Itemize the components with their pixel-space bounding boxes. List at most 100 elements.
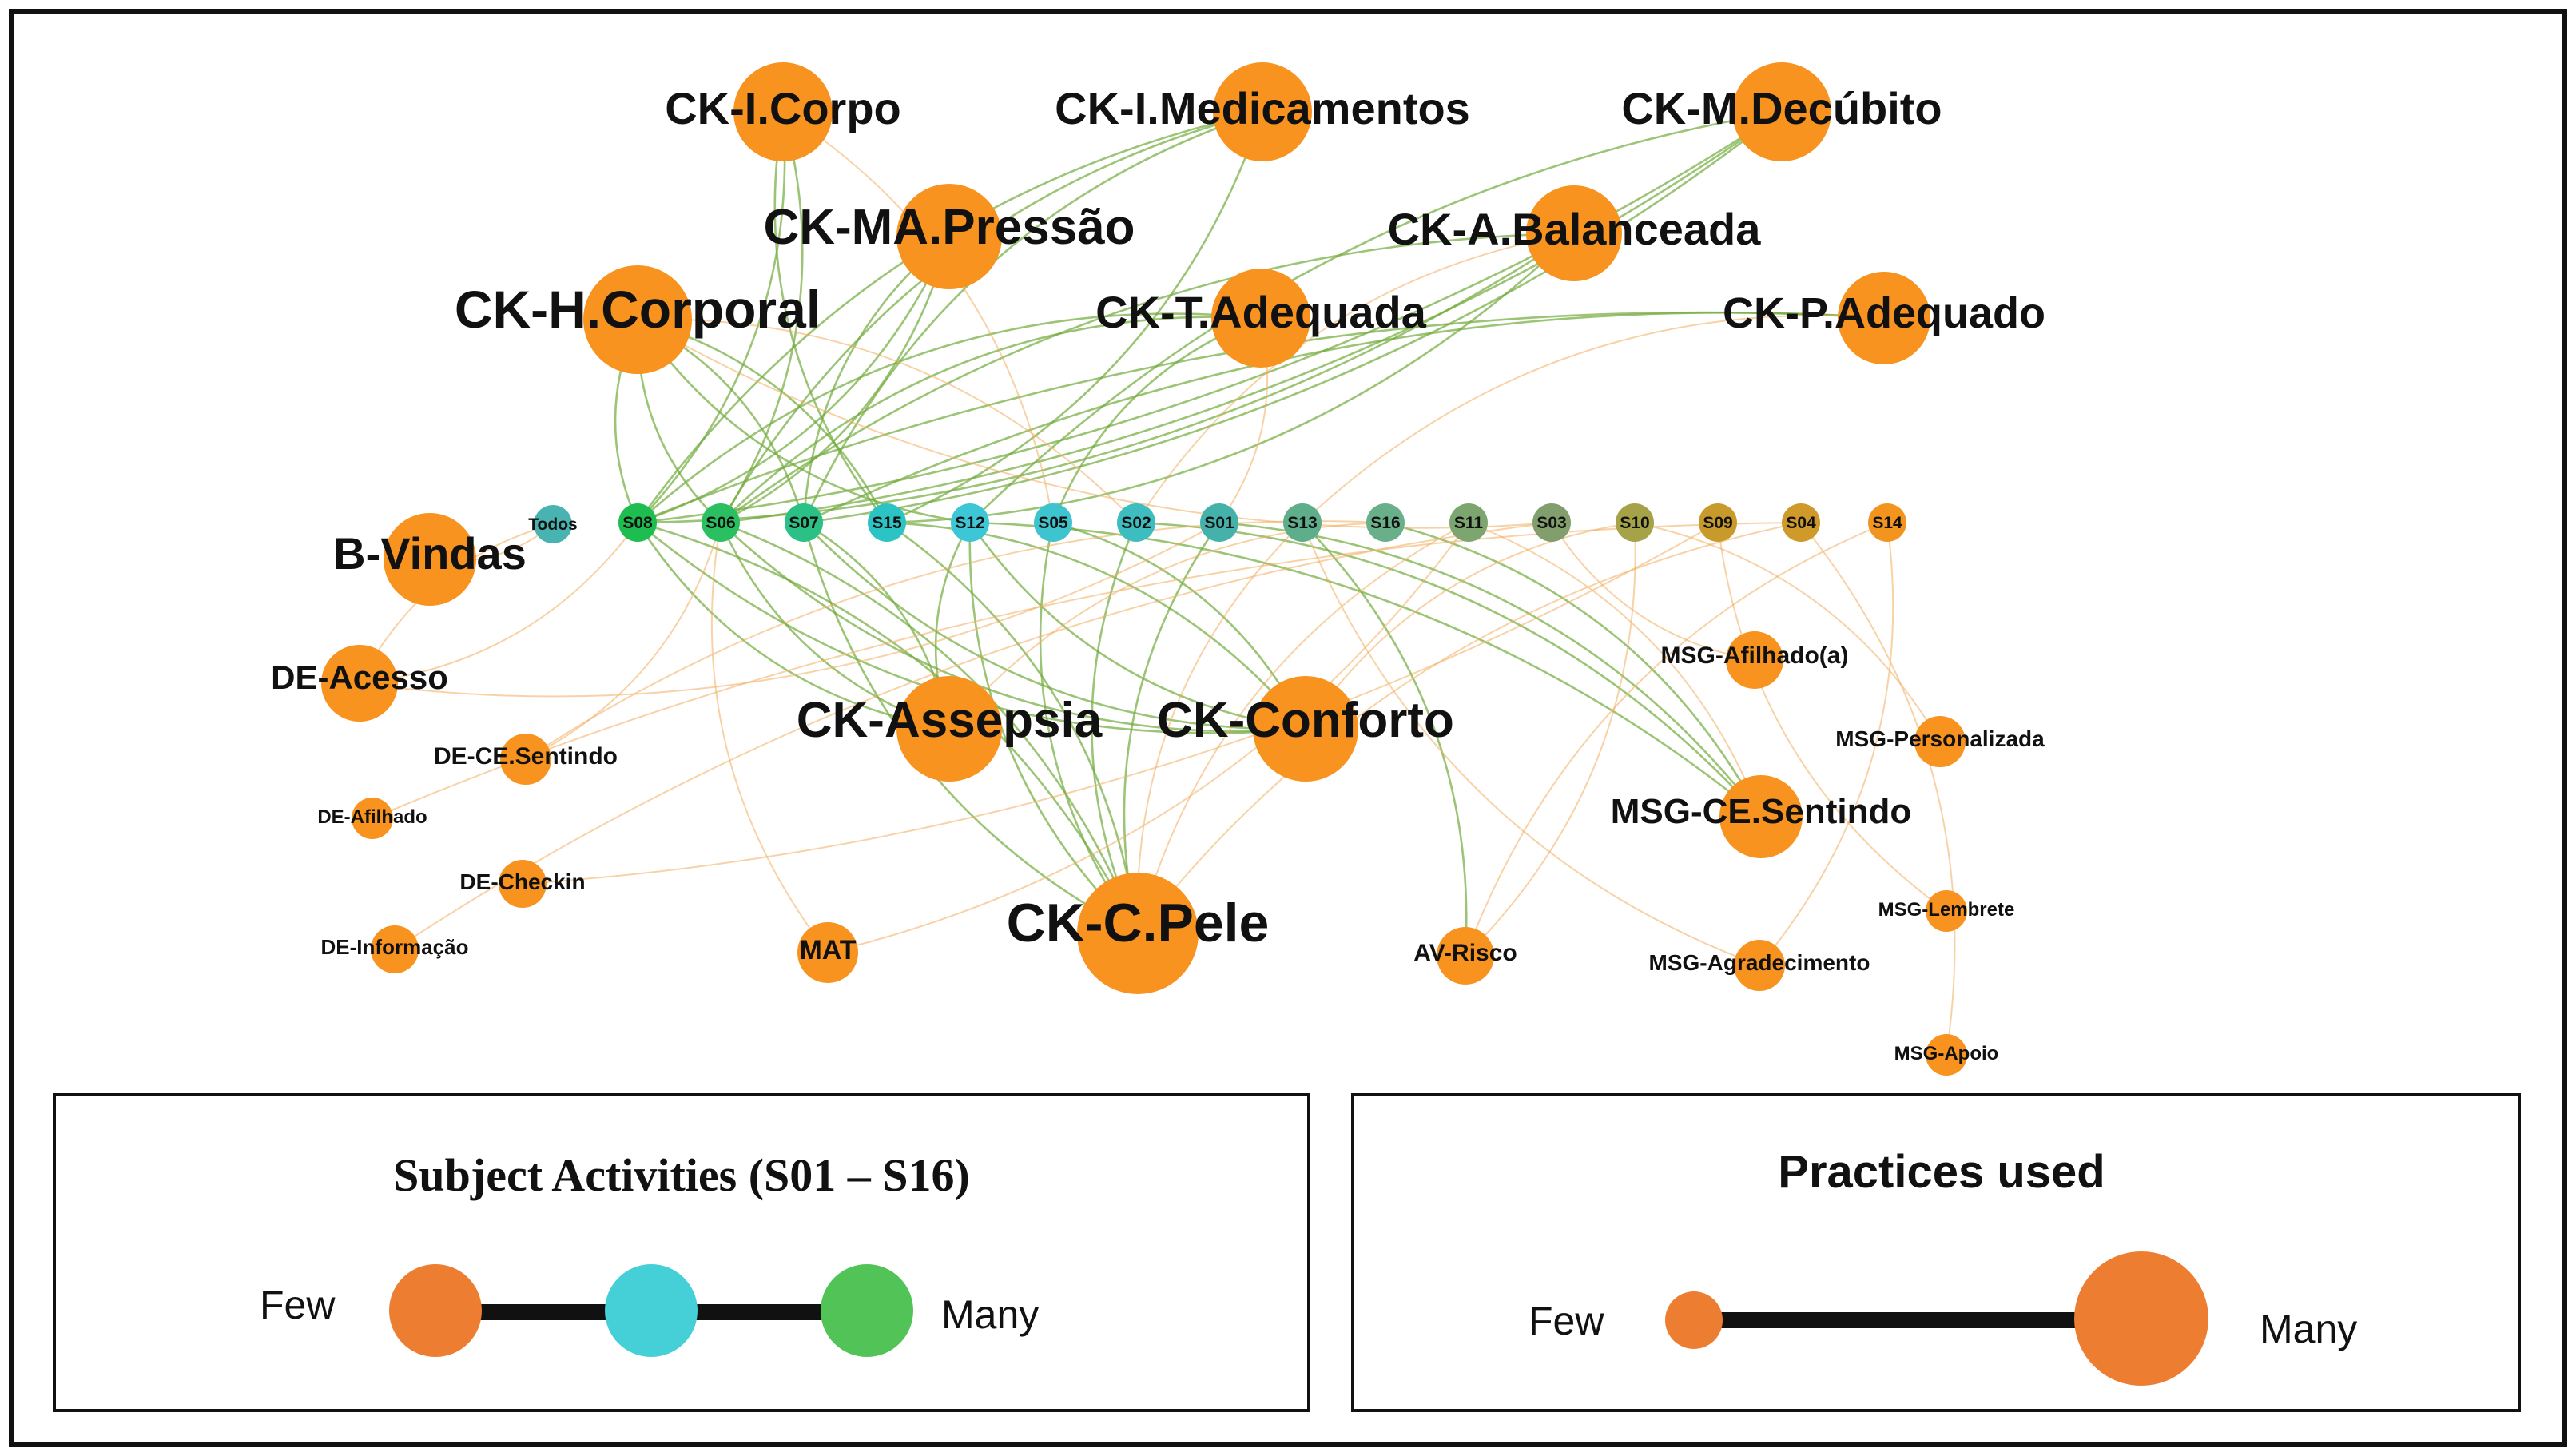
practice-circle-msg-ce-sentindo bbox=[1719, 775, 1803, 858]
edge-s14-av-risco bbox=[1465, 522, 1888, 957]
subject-node-s04: S04 bbox=[1782, 503, 1820, 542]
practice-label-ck-h-corporal: CK-H.Corporal bbox=[455, 280, 821, 339]
subject-label-s06: S06 bbox=[706, 514, 735, 532]
subject-circle-s13 bbox=[1283, 503, 1322, 542]
practice-node-ck-h-corporal: CK-H.Corporal bbox=[455, 265, 821, 374]
subject-node-s08: S08 bbox=[618, 503, 657, 542]
practice-label-ck-assepsia: CK-Assepsia bbox=[797, 693, 1103, 748]
edge-s08-de-acesso bbox=[359, 522, 638, 684]
edge-s07-ck-m-decubito bbox=[803, 110, 1783, 524]
practice-label-av-risco: AV-Risco bbox=[1413, 940, 1517, 966]
practice-node-msg-afilhado: MSG-Afilhado(a) bbox=[1661, 631, 1848, 689]
practice-label-msg-agradecimento: MSG-Agradecimento bbox=[1649, 950, 1870, 975]
edge-s06-ck-m-decubito bbox=[720, 110, 1783, 524]
edge-s10-ck-conforto bbox=[1305, 522, 1636, 730]
subject-label-s07: S07 bbox=[789, 514, 818, 532]
legend-subjects-many: Many bbox=[941, 1292, 1039, 1337]
edge-s06-ck-t-adequada bbox=[720, 316, 1262, 523]
edge-s11-ck-c-pele bbox=[1137, 522, 1469, 934]
legend-large-circle bbox=[2074, 1251, 2208, 1386]
subject-label-s05: S05 bbox=[1038, 514, 1068, 532]
legend-practices-few: Few bbox=[1529, 1299, 1604, 1343]
subject-circle-s03 bbox=[1532, 503, 1571, 542]
practice-circle-de-informacao bbox=[371, 925, 419, 973]
subject-label-s11: S11 bbox=[1454, 514, 1484, 532]
edge-s02-ck-a-balanceada bbox=[1135, 233, 1575, 523]
practice-circle-mat bbox=[797, 922, 858, 983]
subject-circle-s06 bbox=[702, 503, 740, 542]
practice-node-msg-lembrete: MSG-Lembrete bbox=[1878, 890, 2015, 932]
practice-label-msg-ce-sentindo: MSG-CE.Sentindo bbox=[1611, 792, 1911, 831]
edge-s01-ck-c-pele bbox=[1123, 522, 1221, 934]
practice-node-de-ce-sentindo: DE-CE.Sentindo bbox=[434, 734, 618, 785]
subject-node-s06: S06 bbox=[702, 503, 740, 542]
subject-circle-s16 bbox=[1366, 503, 1405, 542]
practice-label-msg-lembrete: MSG-Lembrete bbox=[1878, 899, 2015, 921]
edge-s02-msg-ce-sentindo bbox=[1135, 521, 1762, 818]
subject-node-s07: S07 bbox=[785, 503, 823, 542]
subject-circle-s01 bbox=[1200, 503, 1238, 542]
subject-label-s02: S02 bbox=[1121, 514, 1151, 532]
practice-node-ck-m-decubito: CK-M.Decúbito bbox=[1621, 62, 1942, 161]
practice-node-msg-apoio: MSG-Apoio bbox=[1894, 1034, 1998, 1076]
practice-node-de-checkin: DE-Checkin bbox=[459, 860, 586, 908]
practice-circle-msg-personalizada bbox=[1914, 716, 1966, 767]
edge-s02-ck-h-corporal bbox=[637, 318, 1137, 523]
practice-circle-b-vindas bbox=[384, 513, 476, 606]
practice-label-msg-personalizada: MSG-Personalizada bbox=[1835, 726, 2045, 751]
practice-circle-msg-afilhado bbox=[1726, 631, 1783, 689]
edge-s16-msg-ce-sentindo bbox=[1385, 521, 1763, 818]
subject-node-s03: S03 bbox=[1532, 503, 1571, 542]
edge-s12-ck-c-pele bbox=[968, 522, 1139, 934]
legend-subjects-title: Subject Activities (S01 – S16) bbox=[393, 1149, 970, 1201]
edge-s06-ck-ma-pressao bbox=[720, 236, 951, 524]
practice-label-de-checkin: DE-Checkin bbox=[459, 869, 585, 894]
edge-s15-ck-c-pele bbox=[886, 521, 1139, 934]
subject-circle-todos bbox=[534, 505, 572, 543]
subject-node-s01: S01 bbox=[1200, 503, 1238, 542]
edge-s06-ck-i-corpo bbox=[719, 111, 804, 523]
edge-s12-ck-h-corporal bbox=[636, 319, 971, 524]
practice-circle-ck-c-pele bbox=[1077, 873, 1199, 994]
edge-layer bbox=[359, 110, 1956, 1056]
edge-s16-de-ce-sentindo bbox=[525, 520, 1386, 760]
practice-circle-ck-h-corporal bbox=[583, 265, 692, 374]
legend-practices-title: Practices used bbox=[1778, 1146, 2105, 1198]
subject-circle-s12 bbox=[951, 503, 989, 542]
legend-small-circle bbox=[1665, 1291, 1723, 1349]
practice-circle-ck-i-corpo bbox=[733, 62, 833, 161]
subject-label-s08: S08 bbox=[622, 514, 653, 532]
edge-s12-ck-m-decubito bbox=[969, 110, 1783, 523]
practice-circle-ck-p-adequado bbox=[1838, 272, 1930, 364]
practice-circle-de-acesso bbox=[321, 645, 398, 722]
edge-s10-msg-personalizada bbox=[1634, 522, 1941, 742]
practice-circle-ck-m-decubito bbox=[1732, 62, 1831, 161]
subject-label-s13: S13 bbox=[1287, 514, 1317, 532]
subject-node-s02: S02 bbox=[1117, 503, 1155, 542]
edge-s05-ck-c-pele bbox=[1039, 522, 1139, 934]
practice-label-ck-conforto: CK-Conforto bbox=[1157, 693, 1454, 748]
practice-circle-de-afilhado bbox=[352, 798, 393, 839]
edge-s04-ck-c-pele bbox=[1137, 522, 1802, 934]
edge-s08-ck-assepsia bbox=[636, 522, 950, 730]
practice-node-ck-assepsia: CK-Assepsia bbox=[797, 676, 1103, 782]
practice-node-msg-agradecimento: MSG-Agradecimento bbox=[1649, 940, 1870, 991]
practice-circle-ck-conforto bbox=[1253, 676, 1358, 782]
practice-label-mat: MAT bbox=[799, 935, 856, 965]
edge-s03-msg-afilhado bbox=[1551, 522, 1755, 661]
practice-node-ck-i-medicamentos: CK-I.Medicamentos bbox=[1055, 62, 1470, 161]
practice-node-ck-p-adequado: CK-P.Adequado bbox=[1723, 272, 2045, 364]
subject-circle-s05 bbox=[1034, 503, 1072, 542]
practice-label-ck-a-balanceada: CK-A.Balanceada bbox=[1388, 204, 1762, 254]
edge-s07-ck-p-adequado bbox=[803, 311, 1885, 524]
edge-s01-de-acesso bbox=[359, 522, 1220, 698]
subject-circle-s02 bbox=[1117, 503, 1155, 542]
legend-few-circle bbox=[389, 1264, 482, 1357]
edge-s13-ck-c-pele bbox=[1136, 522, 1303, 934]
edge-s03-ck-h-corporal bbox=[637, 319, 1552, 529]
subject-label-s01: S01 bbox=[1204, 514, 1234, 532]
subject-circle-s04 bbox=[1782, 503, 1820, 542]
practice-circle-ck-assepsia bbox=[896, 676, 1002, 782]
practice-circle-msg-lembrete bbox=[1926, 890, 1967, 932]
